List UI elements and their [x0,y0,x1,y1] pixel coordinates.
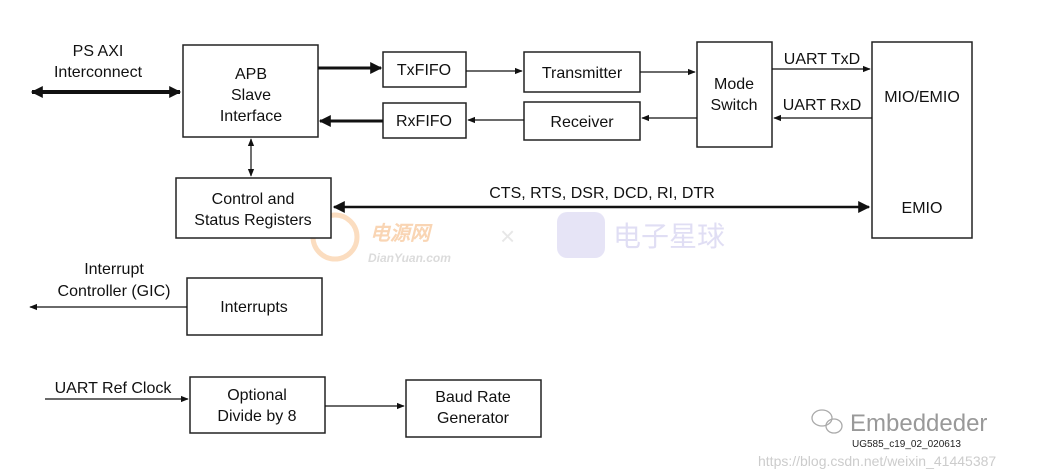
wechat-icon [811,409,843,434]
interrupt-controller-label: Interrupt [84,261,144,278]
receiver-block: Receiver [523,101,641,141]
svg-text:Switch: Switch [710,97,757,114]
dianyuan-cn-text: 电源网 [370,221,433,245]
connections [29,62,872,410]
figure-id: UG585_c19_02_020613 [852,439,961,450]
svg-text:APB: APB [235,66,267,83]
uart-txd-label: UART TxD [784,51,860,68]
svg-text:Slave: Slave [231,87,271,104]
svg-text:MIO/EMIO: MIO/EMIO [884,89,960,106]
mio-emio-block: MIO/EMIO EMIO [871,41,973,239]
svg-text:Interrupts: Interrupts [220,299,288,316]
rxfifo-block: RxFIFO [382,102,467,139]
uart-rxd-label: UART RxD [783,97,862,114]
svg-text:Divide by 8: Divide by 8 [217,408,296,425]
svg-text:Interface: Interface [220,108,282,125]
dianzi-logo-icon [557,212,605,258]
ps-axi-label: PS AXI [73,43,124,60]
baud-rate-generator-block: Baud Rate Generator [405,379,542,438]
svg-text:EMIO: EMIO [902,200,943,217]
dianyuan-watermark: 电源网 DianYuan.com × 电子星球 [310,212,725,265]
svg-text:TxFIFO: TxFIFO [397,62,451,79]
uart-ref-clock-label: UART Ref Clock [55,380,173,397]
transmitter-block: Transmitter [523,51,641,93]
svg-text:Receiver: Receiver [550,114,614,131]
svg-text:Status Registers: Status Registers [194,212,311,229]
ps-axi-label-line2: Interconnect [54,64,143,81]
apb-slave-interface-block: APB Slave Interface [182,44,319,138]
modem-signals-label: CTS, RTS, DSR, DCD, RI, DTR [489,185,715,202]
svg-text:Mode: Mode [714,76,754,93]
svg-text:RxFIFO: RxFIFO [396,113,452,130]
embeddeder-watermark: Embeddeder [850,410,987,437]
optional-divide-block: Optional Divide by 8 [189,376,326,434]
svg-text:Optional: Optional [227,387,287,404]
csdn-watermark: https://blog.csdn.net/weixin_41445387 [758,453,996,469]
control-status-registers-block: Control and Status Registers [175,177,332,239]
svg-text:Generator: Generator [437,410,510,427]
txfifo-block: TxFIFO [382,51,467,88]
svg-text:Control and: Control and [212,191,295,208]
mode-switch-block: Mode Switch [696,41,773,148]
dianyuan-en-text: DianYuan.com [368,251,451,265]
watermark-separator: × [500,221,515,251]
interrupts-block: Interrupts [186,277,323,336]
svg-text:Baud Rate: Baud Rate [435,389,511,406]
dianzi-text: 电子星球 [613,220,725,253]
interrupt-controller-label-line2: Controller (GIC) [58,283,171,300]
svg-text:Transmitter: Transmitter [542,65,623,82]
